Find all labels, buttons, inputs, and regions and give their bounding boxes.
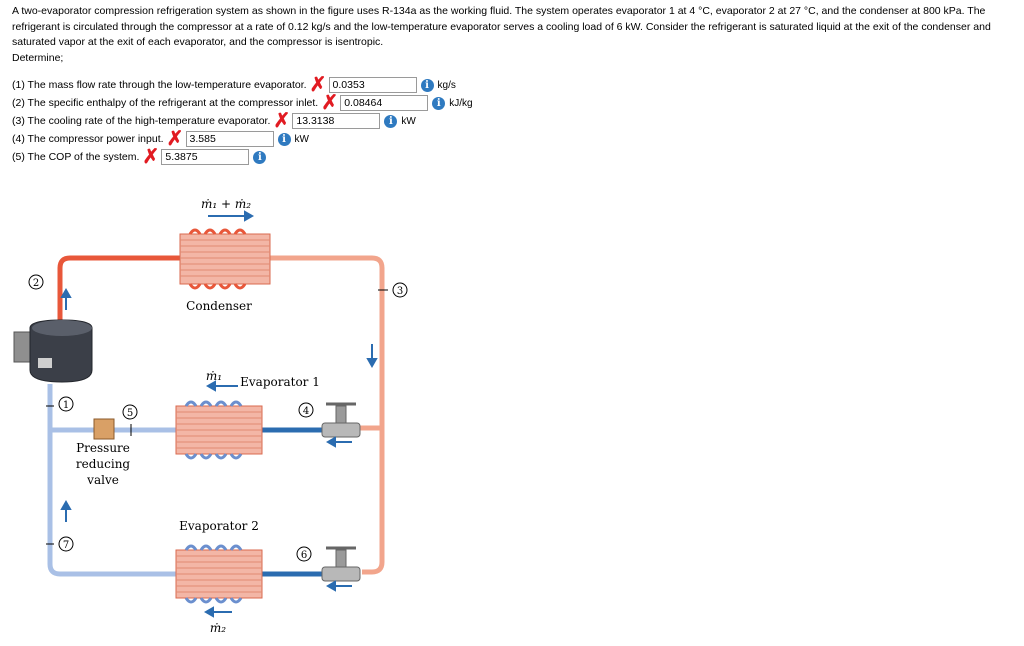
state-markers [28,274,408,562]
incorrect-x-icon: ✗ [273,109,291,132]
incorrect-x-icon: ✗ [309,73,327,96]
answer-1-unit: kg/s [437,79,456,91]
flow-evap1-label: ṁ₁ [206,369,222,383]
answer-2-input[interactable] [340,95,429,111]
state-1-label: 1 [63,400,69,411]
answer-4-unit: kW [294,133,309,145]
problem-statement: A two-evaporator compression refrigerati… [12,4,1018,66]
expansion-valve-1 [321,402,361,438]
info-icon[interactable]: i [432,96,446,110]
refrigeration-system-figure: 1 2 3 4 5 6 7 ṁ₁ + ṁ₂ Condenser ṁ₁ Evapo… [0,192,420,641]
question-2: (2) The specific enthalpy of the refrige… [12,91,473,114]
answer-3-unit: kW [401,115,416,127]
question-1-label: (1) The mass flow rate through the low-t… [12,79,307,91]
flow-total-label: ṁ₁ + ṁ₂ [201,197,251,211]
incorrect-x-icon: ✗ [142,145,160,168]
info-icon[interactable]: i [277,132,291,146]
info-icon[interactable]: i [384,114,398,128]
state-2-label: 2 [33,278,39,289]
pressure-reducing-valve [93,418,132,440]
problem-line-3: saturated vapor at the exit of each evap… [12,36,384,48]
system-diagram: 1 2 3 4 5 6 7 ṁ₁ + ṁ₂ Condenser ṁ₁ Evapo… [13,197,408,635]
valve-label-2: reducing [76,457,131,471]
question-4-label: (4) The compressor power input. [12,133,164,145]
incorrect-x-icon: ✗ [166,127,184,150]
determine-label: Determine; [12,51,64,64]
state-7-label: 7 [63,540,69,551]
question-5-label: (5) The COP of the system. [12,151,140,163]
answer-3-input[interactable] [292,113,381,129]
question-2-label: (2) The specific enthalpy of the refrige… [12,97,319,109]
question-3: (3) The cooling rate of the high-tempera… [12,109,473,132]
state-3-label: 3 [397,286,403,297]
evaporator-1-coil [175,400,263,460]
info-icon[interactable]: i [420,78,434,92]
warm-pipe [262,255,385,575]
answer-2-unit: kJ/kg [449,97,473,109]
question-3-label: (3) The cooling rate of the high-tempera… [12,115,271,127]
compressor [13,319,93,383]
condenser-coil [179,228,271,290]
state-6-label: 6 [301,550,307,561]
evaporator-1-label: Evaporator 1 [240,375,320,389]
problem-line-2: refrigerant is circulated through the co… [12,20,991,33]
question-4: (4) The compressor power input. ✗ i kW [12,127,473,150]
answer-5-input[interactable] [161,149,250,165]
info-icon[interactable]: i [253,150,267,164]
incorrect-x-icon: ✗ [321,91,339,114]
valve-label-3: valve [86,473,119,487]
evaporator-2-coil [175,544,263,604]
state-5-label: 5 [127,408,133,419]
answer-1-input[interactable] [328,77,417,93]
state-4-label: 4 [303,406,309,417]
expansion-valve-2 [321,546,361,582]
valve-label-1: Pressure [76,441,130,455]
evaporator-2-label: Evaporator 2 [179,519,259,533]
flow-arrows [60,210,378,618]
hot-pipe [57,255,190,326]
condenser-label: Condenser [186,299,252,313]
question-1: (1) The mass flow rate through the low-t… [12,73,473,96]
cold-pipe [47,384,180,577]
question-5: (5) The COP of the system. ✗ i [12,145,473,168]
answer-4-input[interactable] [185,131,274,147]
question-list: (1) The mass flow rate through the low-t… [12,73,473,168]
flow-evap2-label: ṁ₂ [210,621,226,635]
problem-line-1: A two-evaporator compression refrigerati… [12,5,986,17]
